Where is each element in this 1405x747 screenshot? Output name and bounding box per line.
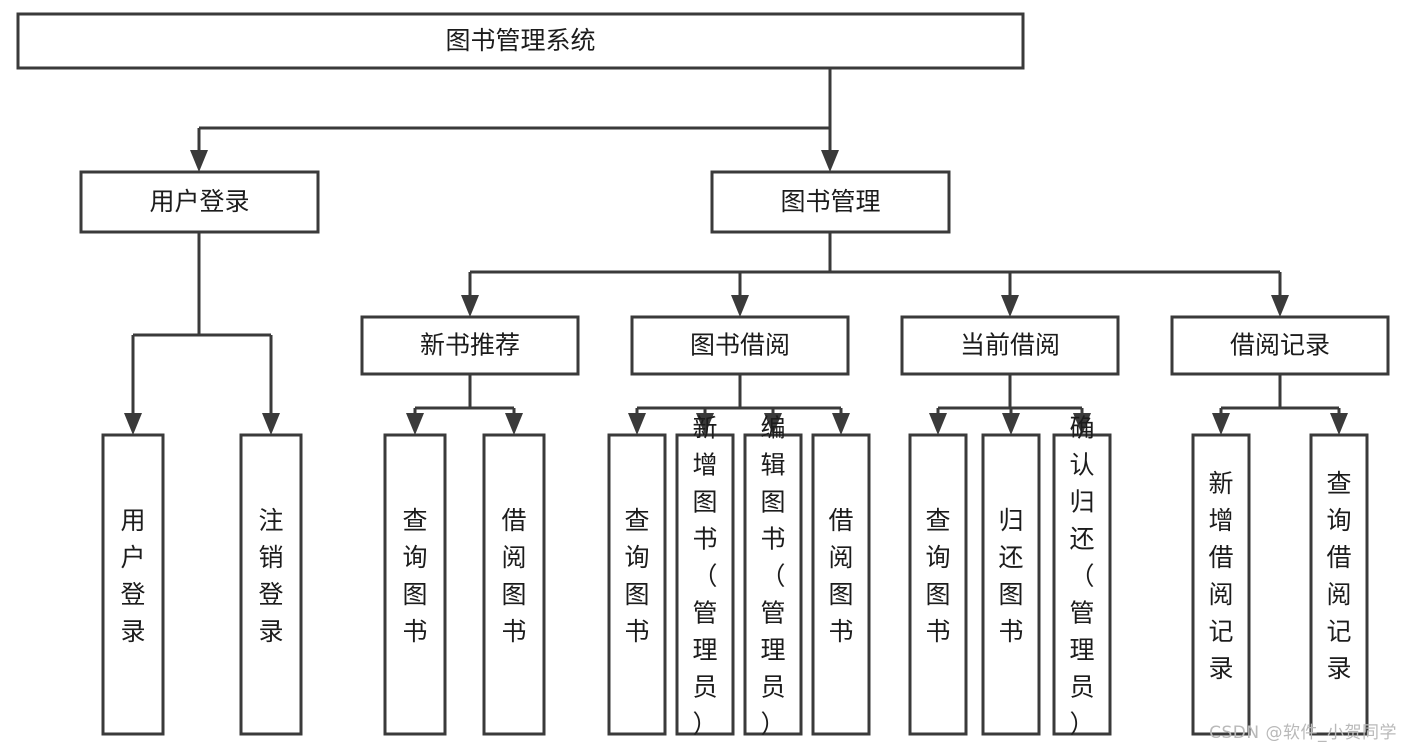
connector-group-new_to_leaves <box>406 374 523 435</box>
node-leaf[interactable]: 新增图书（管理员） <box>675 414 735 739</box>
node-label: 查询借阅记录 <box>1326 469 1351 683</box>
node-box[interactable] <box>383 433 447 736</box>
node-label: 借阅图书 <box>828 506 853 646</box>
arrow-head-icon <box>1001 295 1019 317</box>
node-label: 图书借阅 <box>690 331 790 360</box>
arrow-head-icon <box>406 413 424 435</box>
node-label: 注销登录 <box>258 506 283 646</box>
arrow-head-icon <box>1212 413 1230 435</box>
arrow-head-icon <box>262 413 280 435</box>
arrow-head-icon <box>731 295 749 317</box>
node-leaf[interactable]: 新增借阅记录 <box>1191 433 1251 736</box>
node-box[interactable] <box>811 433 871 736</box>
node-box[interactable] <box>360 315 580 376</box>
node-level3[interactable]: 新书推荐 <box>360 315 580 376</box>
node-leaf[interactable]: 查询图书 <box>607 433 667 736</box>
node-leaf[interactable]: 用户登录 <box>101 433 165 736</box>
arrow-head-icon <box>1002 413 1020 435</box>
node-label: 新增图书（管理员） <box>692 414 717 739</box>
connector-group-login_to_leaves <box>124 232 280 435</box>
node-label: 图书管理 <box>780 187 880 216</box>
node-label: 当前借阅 <box>960 331 1060 360</box>
connector-group-borrow_to_leaves <box>628 374 850 435</box>
node-leaf[interactable]: 编辑图书（管理员） <box>743 414 803 739</box>
node-label: 借阅记录 <box>1230 331 1330 360</box>
node-level2[interactable]: 用户登录 <box>79 170 320 234</box>
arrow-head-icon <box>764 413 782 435</box>
node-box[interactable] <box>675 433 735 736</box>
arrow-head-icon <box>461 295 479 317</box>
node-box[interactable] <box>981 433 1041 736</box>
connector-lines-layer <box>124 68 1348 435</box>
node-box[interactable] <box>900 315 1120 376</box>
node-level2[interactable]: 图书管理 <box>710 170 951 234</box>
node-box[interactable] <box>16 12 1025 70</box>
connector-group-record_to_leaves <box>1212 374 1348 435</box>
node-label: 新增借阅记录 <box>1208 469 1233 683</box>
node-root-system[interactable]: 图书管理系统 <box>16 12 1025 70</box>
node-box[interactable] <box>1052 433 1112 736</box>
node-label: 借阅图书 <box>501 506 526 646</box>
nodes-layer: 图书管理系统用户登录图书管理新书推荐图书借阅当前借阅借阅记录用户登录注销登录查询… <box>16 12 1390 739</box>
node-level3[interactable]: 借阅记录 <box>1170 315 1390 376</box>
arrow-head-icon <box>505 413 523 435</box>
arrow-head-icon <box>124 413 142 435</box>
node-label: 图书管理系统 <box>445 26 595 55</box>
arrow-head-icon <box>696 413 714 435</box>
arrow-head-icon <box>832 413 850 435</box>
node-box[interactable] <box>743 433 803 736</box>
connector-group-current_to_leaves <box>929 374 1091 435</box>
connector-group-root_to_level2 <box>190 68 839 172</box>
arrow-head-icon <box>628 413 646 435</box>
node-box[interactable] <box>607 433 667 736</box>
node-leaf[interactable]: 借阅图书 <box>811 433 871 736</box>
arrow-head-icon <box>1073 413 1091 435</box>
node-box[interactable] <box>710 170 951 234</box>
node-label: 查询图书 <box>925 506 950 646</box>
node-box[interactable] <box>1170 315 1390 376</box>
node-leaf[interactable]: 归还图书 <box>981 433 1041 736</box>
node-level3[interactable]: 图书借阅 <box>630 315 850 376</box>
node-label: 查询图书 <box>402 506 427 646</box>
node-leaf[interactable]: 注销登录 <box>239 433 303 736</box>
node-label: 用户登录 <box>120 506 145 646</box>
node-leaf[interactable]: 查询图书 <box>908 433 968 736</box>
node-box[interactable] <box>79 170 320 234</box>
node-box[interactable] <box>239 433 303 736</box>
arrow-head-icon <box>1330 413 1348 435</box>
arrow-head-icon <box>821 150 839 172</box>
node-box[interactable] <box>908 433 968 736</box>
arrow-head-icon <box>190 150 208 172</box>
node-label: 查询图书 <box>624 506 649 646</box>
node-box[interactable] <box>482 433 546 736</box>
node-label: 编辑图书（管理员） <box>760 414 785 739</box>
arrow-head-icon <box>929 413 947 435</box>
connector-group-books_to_level3 <box>461 232 1289 317</box>
node-leaf[interactable]: 借阅图书 <box>482 433 546 736</box>
node-leaf[interactable]: 查询借阅记录 <box>1309 433 1369 736</box>
node-box[interactable] <box>1309 433 1369 736</box>
node-level3[interactable]: 当前借阅 <box>900 315 1120 376</box>
node-label: 用户登录 <box>149 187 249 216</box>
node-label: 归还图书 <box>998 506 1023 646</box>
node-label: 确认归还（管理员） <box>1069 414 1094 739</box>
node-box[interactable] <box>630 315 850 376</box>
node-box[interactable] <box>101 433 165 736</box>
arrow-head-icon <box>1271 295 1289 317</box>
node-box[interactable] <box>1191 433 1251 736</box>
node-label: 新书推荐 <box>420 331 520 360</box>
node-leaf[interactable]: 查询图书 <box>383 433 447 736</box>
node-leaf[interactable]: 确认归还（管理员） <box>1052 414 1112 739</box>
